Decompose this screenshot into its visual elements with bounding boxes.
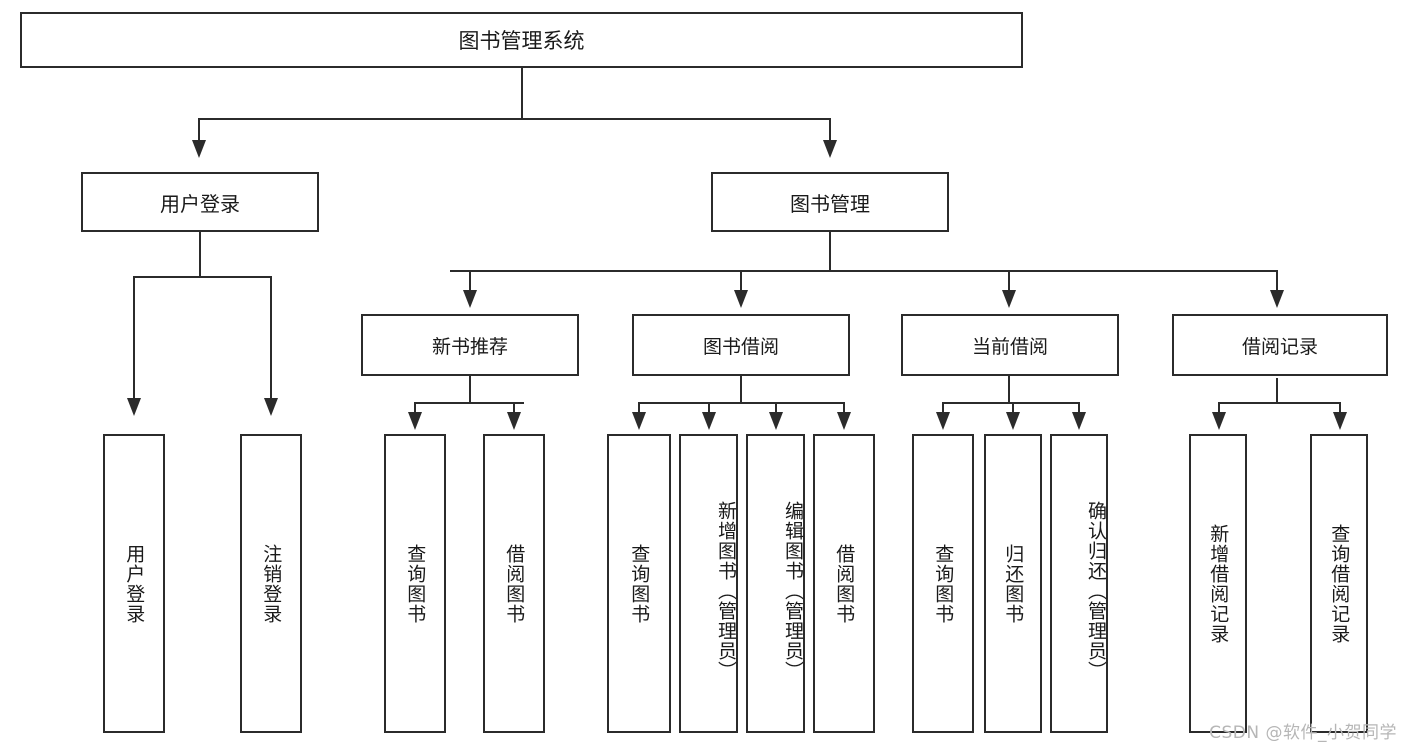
connector-root-bar [198,118,831,120]
node-root-book-management-system[interactable]: 图书管理系统 [20,12,1023,68]
connector-bookmgmt-stem [829,232,831,270]
connector-bookborrow-drop-4 [843,402,845,414]
arrow-to-book-borrow [734,290,748,308]
connector-borrowrecord-stem [1276,378,1278,402]
arrow-to-leaf-add-record [1212,412,1226,430]
node-label: 查询图书 [628,543,651,624]
node-leaf-query-book-3[interactable]: 查询图书 [912,434,974,733]
node-leaf-borrow-book-2[interactable]: 借阅图书 [813,434,875,733]
node-label: 图书借阅 [702,335,779,358]
arrow-to-leaf-query-record [1333,412,1347,430]
arrow-to-leaf-query-book-3 [936,412,950,430]
arrow-to-leaf-return-book [1006,412,1020,430]
node-label: 借阅图书 [503,543,526,624]
node-leaf-query-borrow-record[interactable]: 查询借阅记录 [1310,434,1368,733]
connector-borrowrecord-bar [1218,402,1339,404]
node-label: 新增借阅记录 [1207,523,1230,644]
node-label: 注销登录 [260,543,283,624]
node-book-management[interactable]: 图书管理 [711,172,949,232]
connector-bookborrow-stem [740,376,742,402]
connector-root-stem [521,68,523,118]
node-book-borrowing[interactable]: 图书借阅 [632,314,850,376]
connector-userlogin-drop-2 [270,276,272,400]
connector-newbook-drop-2 [513,402,515,414]
node-label: 用户登录 [160,191,240,216]
connector-currentborrow-drop-2 [1012,402,1014,414]
arrow-to-user-login [192,140,206,158]
arrow-to-book-management [823,140,837,158]
node-leaf-query-book-1[interactable]: 查询图书 [384,434,446,733]
node-user-login[interactable]: 用户登录 [81,172,319,232]
connector-bookborrow-drop-1 [638,402,640,414]
arrow-to-borrow-record [1270,290,1284,308]
node-label: 新增图书（管理员） [715,500,737,681]
arrow-to-current-borrow [1002,290,1016,308]
arrow-to-leaf-borrow-book-1 [507,412,521,430]
connector-bookmgmt-drop-3 [1008,270,1010,292]
connector-bookmgmt-drop-2 [740,270,742,292]
arrow-to-leaf-confirm-return [1072,412,1086,430]
arrow-to-leaf-edit-book [769,412,783,430]
node-label: 图书管理 [790,191,870,216]
node-leaf-logout[interactable]: 注销登录 [240,434,302,733]
node-label: 当前借阅 [971,335,1048,358]
node-leaf-return-book[interactable]: 归还图书 [984,434,1042,733]
connector-newbook-stem [469,376,471,402]
connector-userlogin-bar [133,276,271,278]
node-label: 确认归还（管理员） [1085,500,1107,681]
connector-currentborrow-drop-3 [1078,402,1080,414]
node-label: 图书管理系统 [458,29,585,53]
arrow-to-leaf-query-book-2 [632,412,646,430]
connector-root-drop-right [829,118,831,142]
connector-bookborrow-drop-3 [775,402,777,414]
node-leaf-user-login[interactable]: 用户登录 [103,434,165,733]
connector-borrowrecord-drop-1 [1218,402,1220,414]
connector-root-drop-left [198,118,200,142]
node-label: 归还图书 [1002,543,1025,624]
arrow-to-leaf-add-book [702,412,716,430]
connector-bookmgmt-drop-4 [1276,270,1278,292]
node-new-book-recommendation[interactable]: 新书推荐 [361,314,579,376]
node-borrowing-record[interactable]: 借阅记录 [1172,314,1388,376]
connector-bookmgmt-drop-1 [469,270,471,292]
connector-bookborrow-bar [638,402,844,404]
connector-currentborrow-bar [942,402,1079,404]
node-label: 新书推荐 [431,335,508,358]
arrow-to-leaf-query-book-1 [408,412,422,430]
node-label: 借阅图书 [833,543,856,624]
arrow-to-new-book-rec [463,290,477,308]
connector-bookmgmt-bar [450,270,1276,272]
connector-userlogin-stem [199,232,201,276]
node-label: 查询图书 [932,543,955,624]
node-label: 借阅记录 [1241,335,1318,358]
connector-userlogin-drop-1 [133,276,135,400]
connector-bookborrow-drop-2 [708,402,710,414]
node-leaf-add-borrow-record[interactable]: 新增借阅记录 [1189,434,1247,733]
connector-newbook-bar [414,402,524,404]
node-label: 用户登录 [123,543,146,624]
connector-currentborrow-stem [1008,376,1010,402]
arrow-to-leaf-borrow-book-2 [837,412,851,430]
arrow-to-leaf-user-login [127,398,141,416]
node-leaf-confirm-return-admin[interactable]: 确认归还（管理员） [1050,434,1108,733]
node-label: 查询图书 [404,543,427,624]
connector-newbook-drop-1 [414,402,416,414]
connector-currentborrow-drop-1 [942,402,944,414]
node-leaf-add-book-admin[interactable]: 新增图书（管理员） [679,434,738,733]
arrow-to-leaf-logout [264,398,278,416]
node-leaf-edit-book-admin[interactable]: 编辑图书（管理员） [746,434,805,733]
node-leaf-borrow-book-1[interactable]: 借阅图书 [483,434,545,733]
node-label: 查询借阅记录 [1328,523,1351,644]
node-leaf-query-book-2[interactable]: 查询图书 [607,434,671,733]
node-current-borrowing[interactable]: 当前借阅 [901,314,1119,376]
node-label: 编辑图书（管理员） [782,500,804,681]
connector-borrowrecord-drop-2 [1339,402,1341,414]
